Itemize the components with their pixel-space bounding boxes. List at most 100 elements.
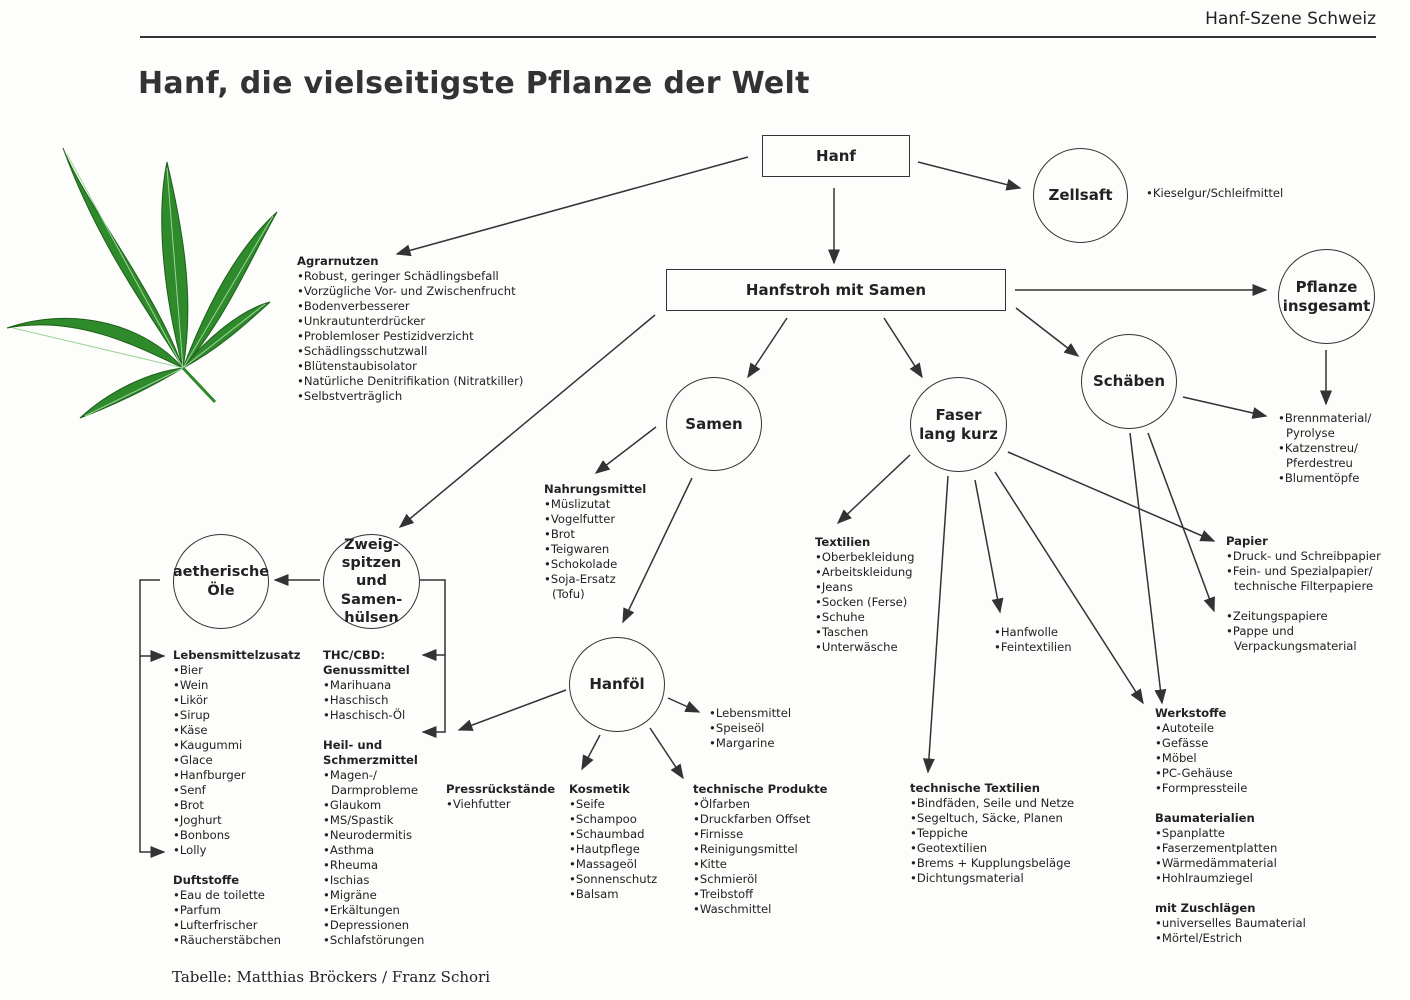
agrarnutzen-list: Agrarnutzen Robust, geringer Schädlingsb… bbox=[297, 254, 523, 404]
list-item: Reinigungsmittel bbox=[693, 842, 828, 857]
node-aetherische-oele: aetherische Öle bbox=[173, 534, 269, 629]
list-item: Treibstoff bbox=[693, 887, 828, 902]
list-item: Brems + Kupplungsbeläge bbox=[910, 856, 1074, 871]
node-hanfoel: Hanföl bbox=[569, 637, 665, 732]
list-item: Hanfwolle bbox=[994, 625, 1072, 640]
list-item: Haschisch bbox=[323, 693, 424, 708]
list-item: Räucherstäbchen bbox=[173, 933, 301, 948]
pressrueckstaende-list: Pressrückstände Viehfutter bbox=[446, 782, 555, 812]
list-item: technische Filterpapiere bbox=[1234, 579, 1374, 593]
list-item: Vogelfutter bbox=[544, 512, 646, 527]
list-item: Wein bbox=[173, 678, 301, 693]
technische-produkte-list: technische Produkte Ölfarben Druckfarben… bbox=[693, 782, 828, 917]
list-item: Katzenstreu/ bbox=[1278, 441, 1371, 456]
list-item: Käse bbox=[173, 723, 301, 738]
list-item: Ölfarben bbox=[693, 797, 828, 812]
list-item: Erkältungen bbox=[323, 903, 424, 918]
node-hanfstroh: Hanfstroh mit Samen bbox=[666, 269, 1006, 311]
pflanze-list: Brennmaterial/ Pyrolyse Katzenstreu/ Pfe… bbox=[1278, 411, 1372, 486]
list-item: Asthma bbox=[323, 843, 424, 858]
thc-heading: THC/CBD: Genussmittel bbox=[323, 648, 410, 677]
list-item: Lolly bbox=[173, 843, 301, 858]
list-item: Schädlingsschutzwall bbox=[297, 344, 523, 359]
list-item: Depressionen bbox=[323, 918, 424, 933]
list-item: Likör bbox=[173, 693, 301, 708]
kosmetik-list: Kosmetik Seife Schampoo Schaumbad Hautpf… bbox=[569, 782, 657, 902]
list-item: Hohlraumziegel bbox=[1155, 871, 1306, 886]
zellsaft-list: Kieselgur/Schleifmittel bbox=[1146, 186, 1283, 201]
papier-list: Papier Druck- und Schreibpapier Fein- un… bbox=[1226, 534, 1381, 654]
list-item: Taschen bbox=[815, 625, 914, 640]
list-item: Bindfäden, Seile und Netze bbox=[910, 796, 1074, 811]
list-item: Lufterfrischer bbox=[173, 918, 301, 933]
list-item: Pferdestreu bbox=[1286, 456, 1353, 470]
technische-textilien-list: technische Textilien Bindfäden, Seile un… bbox=[910, 781, 1074, 886]
credit-text: Tabelle: Matthias Bröckers / Franz Schor… bbox=[172, 968, 491, 986]
baumaterialien-heading: Baumaterialien bbox=[1155, 811, 1255, 825]
list-item: Bodenverbesserer bbox=[297, 299, 523, 314]
list-item: Neurodermitis bbox=[323, 828, 424, 843]
list-item: Feintextilien bbox=[994, 640, 1072, 655]
page-title: Hanf, die vielseitigste Pflanze der Welt bbox=[138, 66, 810, 101]
list-item: Druckfarben Offset bbox=[693, 812, 828, 827]
list-item: Jeans bbox=[815, 580, 914, 595]
hemp-leaf-icon bbox=[6, 147, 278, 419]
list-item: Pappe und bbox=[1226, 624, 1381, 639]
list-item: Kitte bbox=[693, 857, 828, 872]
list-item: Brot bbox=[544, 527, 646, 542]
list-item: Socken (Ferse) bbox=[815, 595, 914, 610]
list-item: universelles Baumaterial bbox=[1155, 916, 1306, 931]
header-text: Hanf-Szene Schweiz bbox=[1205, 9, 1376, 29]
list-item: Schokolade bbox=[544, 557, 646, 572]
list-item: Schampoo bbox=[569, 812, 657, 827]
technische-textilien-heading: technische Textilien bbox=[910, 781, 1040, 795]
list-item: Haschisch-Öl bbox=[323, 708, 424, 723]
list-item: Schaumbad bbox=[569, 827, 657, 842]
node-schaeben: Schäben bbox=[1081, 334, 1177, 429]
agrarnutzen-heading: Agrarnutzen bbox=[297, 254, 379, 268]
list-item: Viehfutter bbox=[446, 797, 555, 812]
thc-list: THC/CBD: Genussmittel Marihuana Haschisc… bbox=[323, 648, 424, 948]
list-item: Müslizutat bbox=[544, 497, 646, 512]
node-samen: Samen bbox=[666, 377, 762, 471]
duftstoffe-heading: Duftstoffe bbox=[173, 873, 240, 887]
list-item: Hautpflege bbox=[569, 842, 657, 857]
list-item: Balsam bbox=[569, 887, 657, 902]
list-item: Mörtel/Estrich bbox=[1155, 931, 1306, 946]
list-item: Sonnenschutz bbox=[569, 872, 657, 887]
lebensmittelzusatz-list: Lebensmittelzusatz Bier Wein Likör Sirup… bbox=[173, 648, 301, 948]
zuschlaegen-heading: mit Zuschlägen bbox=[1155, 901, 1256, 915]
list-item: Blütenstaubisolator bbox=[297, 359, 523, 374]
list-item: Geotextilien bbox=[910, 841, 1074, 856]
hanfwolle-list: Hanfwolle Feintextilien bbox=[994, 625, 1072, 655]
list-item: Robust, geringer Schädlingsbefall bbox=[297, 269, 523, 284]
list-item: Migräne bbox=[323, 888, 424, 903]
list-item: Marihuana bbox=[323, 678, 424, 693]
list-item: Unkrautunterdrücker bbox=[297, 314, 523, 329]
list-item: Massageöl bbox=[569, 857, 657, 872]
node-zellsaft: Zellsaft bbox=[1033, 148, 1128, 243]
header-rule bbox=[140, 36, 1376, 38]
list-item: Sirup bbox=[173, 708, 301, 723]
list-item: Hanfburger bbox=[173, 768, 301, 783]
textilien-heading: Textilien bbox=[815, 535, 871, 549]
list-item: Unterwäsche bbox=[815, 640, 914, 655]
list-item: Formpressteile bbox=[1155, 781, 1306, 796]
list-item: Lebensmittel bbox=[709, 706, 791, 721]
list-item: Zeitungspapiere bbox=[1226, 609, 1381, 624]
list-item: Vorzügliche Vor- und Zwischenfrucht bbox=[297, 284, 523, 299]
papier-heading: Papier bbox=[1226, 534, 1268, 548]
list-item: Brot bbox=[173, 798, 301, 813]
list-item: Glace bbox=[173, 753, 301, 768]
textilien-list: Textilien Oberbekleidung Arbeitskleidung… bbox=[815, 535, 914, 655]
list-item: Parfum bbox=[173, 903, 301, 918]
list-item: Eau de toilette bbox=[173, 888, 301, 903]
list-item: Gefässe bbox=[1155, 736, 1306, 751]
list-item: Magen-/ bbox=[323, 768, 424, 783]
list-item: Glaukom bbox=[323, 798, 424, 813]
nahrungsmittel-list: Nahrungsmittel Müslizutat Vogelfutter Br… bbox=[544, 482, 646, 602]
list-item: Teppiche bbox=[910, 826, 1074, 841]
list-item: Kaugummi bbox=[173, 738, 301, 753]
list-item: Bier bbox=[173, 663, 301, 678]
